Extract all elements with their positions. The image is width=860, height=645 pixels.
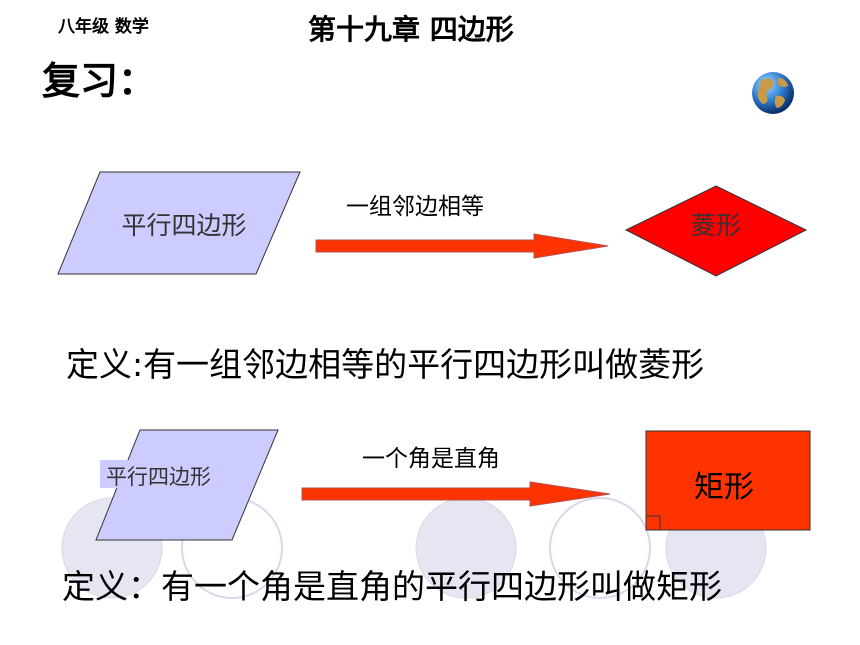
rhombus-shape: [624, 185, 808, 277]
parallelogram-shape: [57, 171, 301, 275]
rectangle-shape: [645, 430, 811, 531]
chapter-title: 第十九章 四边形: [308, 13, 514, 46]
rectangle-definition: 定义：有一个角是直角的平行四边形叫做矩形: [62, 567, 722, 606]
rhombus-label: 菱形: [690, 211, 741, 240]
right-angle-mark: [646, 515, 661, 530]
review-heading: 复习：: [42, 59, 157, 103]
globe-icon: [752, 72, 794, 114]
rectangle-label: 矩形: [694, 470, 754, 505]
grade-subject-label: 八年级 数学: [58, 17, 149, 37]
deco-circle: [549, 497, 651, 599]
arrow-condition-label: 一组邻边相等: [346, 194, 484, 220]
parallelogram-label: 平行四边形: [106, 465, 211, 489]
rhombus-definition: 定义:有一组邻边相等的平行四边形叫做菱形: [66, 345, 705, 384]
arrow-right: [301, 481, 611, 507]
arrow-condition-label: 一个角是直角: [362, 446, 500, 472]
parallelogram-label: 平行四边形: [121, 211, 247, 240]
label-highlight: [100, 460, 230, 488]
arrow-right: [315, 233, 609, 259]
